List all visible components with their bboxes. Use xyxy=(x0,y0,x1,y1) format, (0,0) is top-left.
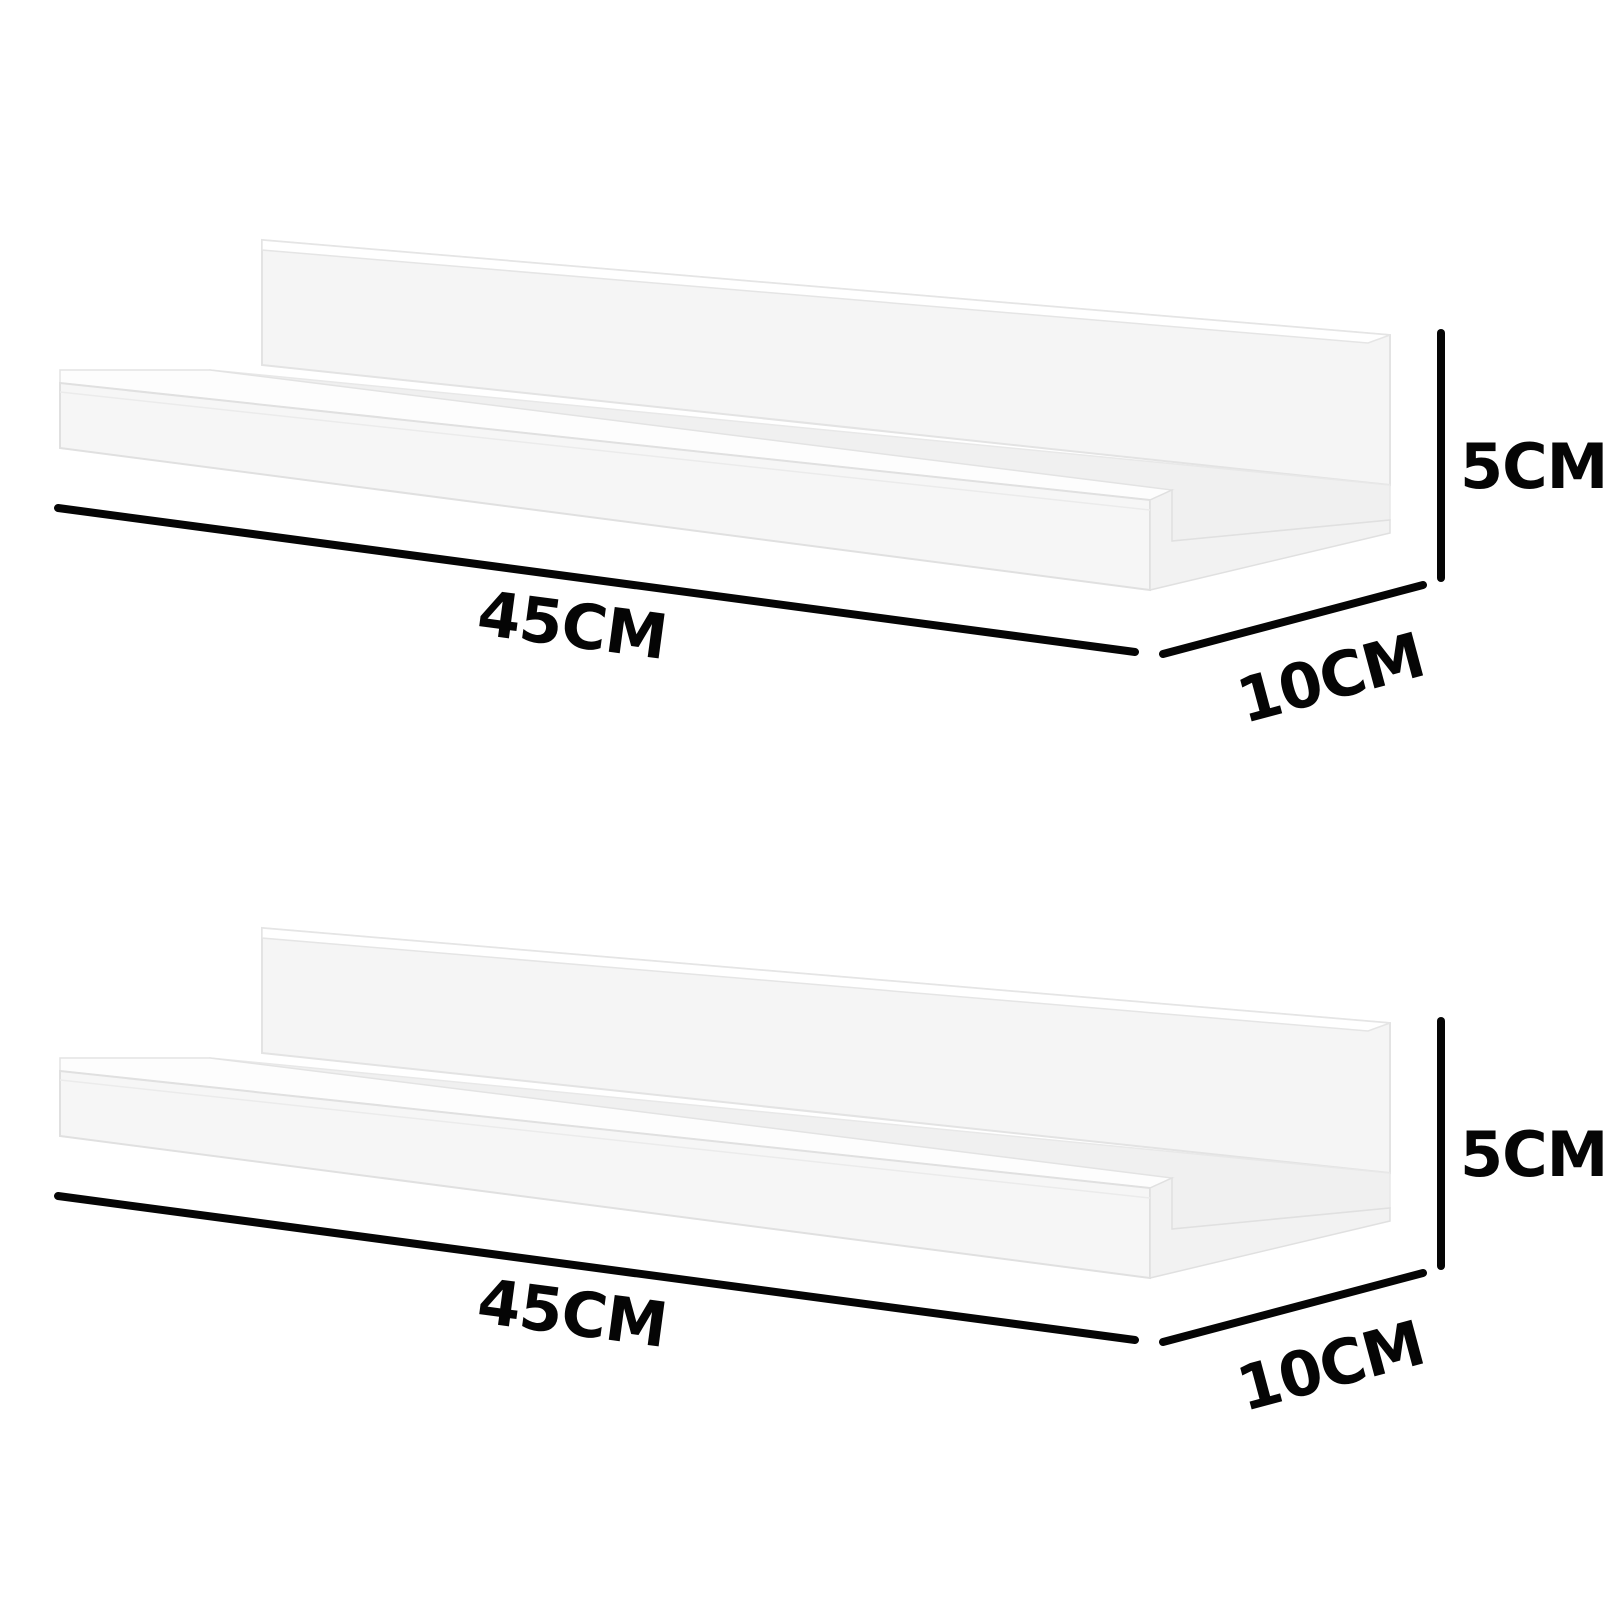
height-label: 5CM xyxy=(1460,1118,1607,1191)
width-label: 45CM xyxy=(473,1264,670,1361)
height-label: 5CM xyxy=(1460,430,1607,503)
shelf-right-end xyxy=(1149,488,1391,591)
shelf-back-top-edge xyxy=(261,927,1391,1032)
shelf-bottom xyxy=(59,926,1391,1280)
shelf-back-top-edge xyxy=(261,239,1391,344)
depth-dimension-line xyxy=(1159,1269,1427,1346)
shelf-right-end xyxy=(1149,1176,1391,1279)
shelf-top xyxy=(59,238,1391,592)
width-label: 45CM xyxy=(473,576,670,673)
depth-dimension-line xyxy=(1159,581,1427,658)
depth-label: 10CM xyxy=(1230,618,1432,738)
width-dimension-line xyxy=(54,504,1139,656)
width-dimension-line xyxy=(54,1192,1139,1344)
depth-label: 10CM xyxy=(1230,1306,1432,1426)
dimension-lines-bottom xyxy=(54,1017,1445,1346)
shelf-detail-line xyxy=(59,391,1151,511)
shelf-detail-line xyxy=(59,1079,1151,1199)
dimension-lines-top xyxy=(54,329,1445,658)
